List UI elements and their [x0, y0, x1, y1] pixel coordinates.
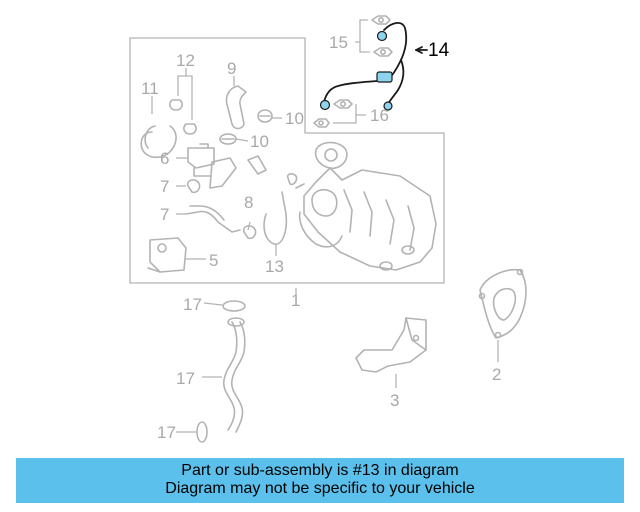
banner-line-2: Diagram may not be specific to your vehi… — [165, 480, 475, 497]
part-17-gasket-bottom — [196, 421, 208, 443]
callout-13[interactable]: 14 — [428, 40, 450, 61]
callout-12: 13 — [265, 257, 284, 276]
part-17-gasket-top — [222, 300, 246, 312]
callout-2: 2 — [492, 365, 501, 384]
callout-8: 9 — [227, 59, 236, 78]
leader-lines — [151, 46, 428, 433]
callout-6: 7 — [160, 205, 169, 224]
part-11-clamps — [169, 99, 197, 135]
part-13-hose[interactable] — [319, 22, 408, 111]
parts-diagram: 12 9 11 10 10 6 7 7 8 5 13 1 15 16 14 17… — [129, 15, 527, 443]
part-10-hose — [140, 125, 177, 159]
callout-9a: 10 — [285, 109, 304, 128]
callout-11: 12 — [176, 51, 195, 70]
part-6-pipe — [185, 210, 241, 233]
callout-9b: 10 — [250, 132, 269, 151]
callout-16: 17 — [176, 369, 195, 388]
part-12-hose — [263, 191, 288, 245]
part-7-fitting-b — [242, 225, 257, 240]
callout-7b: 8 — [244, 193, 253, 212]
part-1-turbocharger — [298, 141, 437, 271]
callout-4: 6 — [160, 149, 169, 168]
callout-1: 1 — [291, 291, 300, 310]
callout-15: 16 — [370, 106, 389, 125]
assembly-outline — [129, 37, 445, 284]
part-2-gasket — [478, 268, 527, 362]
part-8-hose — [225, 85, 247, 130]
callout-10: 11 — [141, 79, 159, 98]
callout-17a: 17 — [183, 295, 202, 314]
part-14-washers — [355, 15, 393, 57]
info-banner: Part or sub-assembly is #13 in diagram D… — [16, 458, 624, 503]
callout-5: 5 — [209, 251, 218, 270]
callout-14: 15 — [329, 33, 348, 52]
banner-line-1: Part or sub-assembly is #13 in diagram — [181, 462, 459, 479]
part-3-bracket — [355, 317, 427, 388]
callout-7a: 7 — [160, 177, 169, 196]
part-4-valve — [187, 143, 215, 177]
part-7-fitting-a — [186, 179, 201, 194]
callout-3: 3 — [390, 391, 399, 410]
part-5-solenoid — [147, 237, 187, 273]
part-16-pipe — [222, 317, 246, 433]
callout-17b: 17 — [157, 423, 176, 442]
part-15-washers — [313, 99, 366, 128]
